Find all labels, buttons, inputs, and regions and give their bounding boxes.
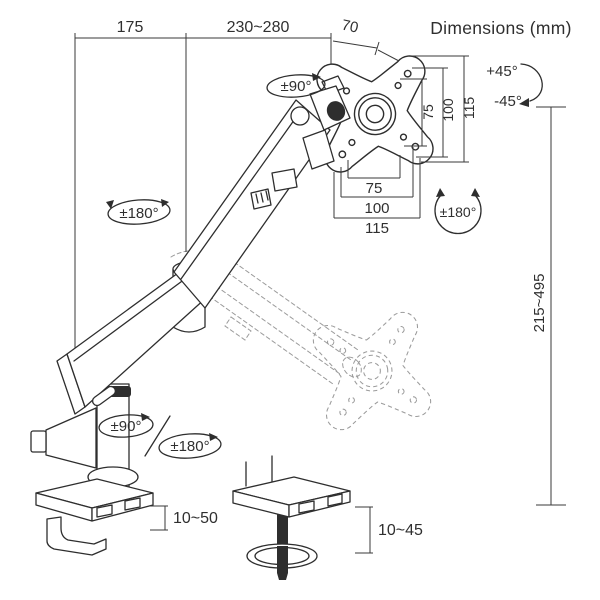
vesa-right-dimensions [400,55,469,163]
vesa-bottom-dimensions [333,147,421,219]
base-rotation-arrow-icon [209,433,218,441]
rot-label-base-swivel: ±90° [111,418,142,435]
clamp-thickness-dimension [150,505,168,531]
head-swivel-ellipse-icon [266,74,326,98]
clamp-base [30,383,154,556]
rot-label-tilt-up: +45° [486,63,517,80]
spring-arm [56,99,331,415]
forearm-swivel-arrow-right-icon [161,199,169,207]
dim-label-grommet-thickness: 10~45 [378,522,423,539]
labels: Dimensions (mm) 175 230~280 70 ±90° ±180… [111,17,572,539]
vesa-rotation-arrow-left-icon [436,188,445,197]
vesa-rotation-circle-icon [434,194,482,235]
dim-label-vesa-bottom-middle: 100 [364,200,389,217]
rot-label-base-rotation: ±180° [170,438,209,455]
grommet-base [232,455,351,580]
dim-label-height-range: 215~495 [531,274,548,333]
dim-label-base-offset: 175 [117,19,144,36]
diagram-title: Dimensions (mm) [430,18,572,38]
dim-label-vesa-right-outer: 115 [461,97,477,120]
dim-label-vesa-right-middle: 100 [440,98,456,122]
dim-label-vesa-bottom-outer: 115 [365,220,389,237]
dim-label-head-offset: 70 [340,17,360,37]
vesa-rotation-arrow-right-icon [471,188,480,197]
forearm-swivel-arrow-left-icon [106,200,114,209]
tilt-arc-icon [520,63,543,102]
grommet-thickness-dimension [355,506,373,554]
rotation-indicators [98,63,543,459]
rot-label-head-swivel: ±90° [281,78,312,95]
head-tilt-joint [302,75,351,170]
top-dimension-lines [74,33,400,388]
dim-label-clamp-thickness: 10~50 [173,510,218,527]
dim-label-vesa-right-inner: 75 [420,104,436,120]
forearm-swivel-ellipse-icon [107,199,171,225]
rot-label-forearm-swivel: ±180° [119,205,158,222]
dim-label-extension-range: 230~280 [227,19,290,36]
base-swivel-ellipse-icon [98,414,154,438]
base-rotation-ellipse-icon [158,433,222,459]
tilt-arrow-icon [519,98,529,107]
ghost-vesa-plate [310,309,434,433]
height-range-dimension [536,106,566,506]
rotation-separator-line [144,415,171,457]
head-swivel-arrow-icon [312,73,321,81]
base-swivel-arrow-icon [141,413,150,421]
dim-label-vesa-bottom-inner: 75 [366,180,383,197]
rot-label-vesa-rotation: ±180° [440,204,477,220]
rot-label-tilt-down: -45° [494,93,522,110]
